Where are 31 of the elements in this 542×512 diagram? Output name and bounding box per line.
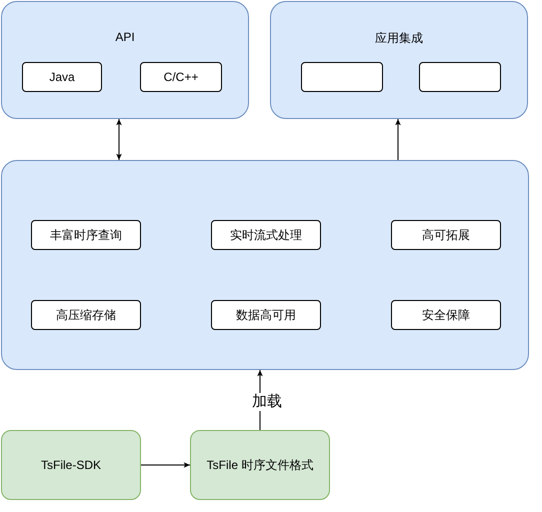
feature-box [211,220,321,250]
feature-box [31,300,141,330]
feature-box [22,62,102,92]
feature-box [301,62,383,92]
arrow [395,118,401,160]
group-panel [270,1,528,119]
box-label: 安全保障 [422,306,470,324]
feature-box [140,62,222,92]
box-label: TsFile-SDK [40,458,101,472]
box-label: 高压缩存储 [56,306,116,324]
arrow [116,118,122,160]
box-label: 数据高可用 [236,306,296,324]
box-label: 高可拓展 [422,226,470,244]
feature-box [419,62,501,92]
box-label: C/C++ [164,70,198,84]
process-box [190,430,330,500]
feature-box [211,300,321,330]
arrow [140,462,190,468]
feature-box [391,300,501,330]
box-label: TsFile 时序文件格式 [206,456,314,474]
group-panel [1,1,249,119]
feature-box [391,220,501,250]
box-label: Java [49,70,75,84]
group-title: API [115,30,135,44]
box-label: 丰富时序查询 [50,226,122,244]
group-title: 应用集成 [375,30,423,47]
edge-label: 加载 [251,393,283,411]
feature-box [31,220,141,250]
process-box [1,430,141,500]
box-label: 实时流式处理 [230,226,302,244]
group-panel [1,160,529,370]
